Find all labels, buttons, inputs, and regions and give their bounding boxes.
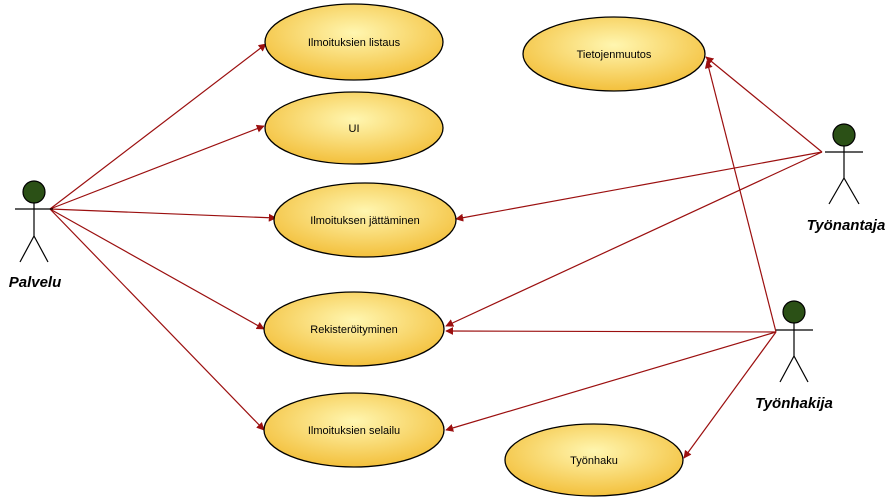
use-case-listaus[interactable]: Ilmoituksien listaus bbox=[264, 3, 444, 81]
actor-tyonantaja[interactable]: Työnantaja bbox=[807, 123, 886, 234]
assoc-tyonhakija-tyonhaku bbox=[683, 331, 777, 459]
use-case-label: UI bbox=[349, 123, 360, 135]
use-case-ui[interactable]: UI bbox=[264, 91, 444, 165]
actor-label: Työnantaja bbox=[807, 217, 886, 234]
use-case-jattaminen[interactable]: Ilmoituksen jättäminen bbox=[273, 182, 457, 258]
use-case-ellipse bbox=[522, 16, 706, 92]
assoc-tyonhakija-selailu bbox=[445, 331, 777, 432]
associations bbox=[49, 43, 823, 459]
assoc-tyonhakija-tietojenmuutos bbox=[704, 60, 777, 333]
use-case-label: Tietojenmuutos bbox=[577, 49, 652, 61]
assoc-tyonantaja-jattaminen bbox=[455, 151, 823, 222]
stick-figure-icon bbox=[825, 123, 863, 205]
use-case-tyonhaku[interactable]: Työnhaku bbox=[504, 423, 684, 497]
stick-figure-icon bbox=[15, 180, 53, 263]
use-case-label: Ilmoituksien selailu bbox=[308, 425, 400, 437]
use-case-ellipse bbox=[273, 182, 457, 258]
use-case-selailu[interactable]: Ilmoituksien selailu bbox=[263, 392, 445, 468]
use-case-tietojenmuutos[interactable]: Tietojenmuutos bbox=[522, 16, 706, 92]
use-case-ellipse bbox=[263, 291, 445, 367]
actor-tyonhakija[interactable]: Työnhakija bbox=[755, 300, 833, 412]
assoc-palvelu-listaus bbox=[49, 43, 267, 210]
assoc-tyonantaja-tietojenmuutos bbox=[705, 56, 823, 153]
assoc-palvelu-selailu bbox=[49, 208, 265, 431]
actor-label: Palvelu bbox=[9, 274, 62, 291]
use-case-ellipse bbox=[263, 392, 445, 468]
assoc-palvelu-jattaminen bbox=[49, 208, 277, 222]
assoc-tyonantaja-rekisteroityminen bbox=[445, 151, 823, 327]
assoc-palvelu-ui bbox=[49, 124, 265, 210]
use-case-label: Työnhaku bbox=[570, 455, 618, 467]
use-case-ellipse bbox=[264, 3, 444, 81]
assoc-palvelu-rekisteroityminen bbox=[49, 208, 265, 330]
use-case-label: Rekisteröityminen bbox=[310, 324, 397, 336]
assoc-tyonhakija-rekisteroityminen bbox=[445, 327, 777, 336]
use-case-rekisteroityminen[interactable]: Rekisteröityminen bbox=[263, 291, 445, 367]
actor-label: Työnhakija bbox=[755, 395, 833, 412]
use-case-ellipse bbox=[504, 423, 684, 497]
actor-palvelu[interactable]: Palvelu bbox=[9, 180, 62, 291]
use-case-label: Ilmoituksien listaus bbox=[308, 37, 401, 49]
stick-figure-icon bbox=[776, 300, 813, 383]
use-case-label: Ilmoituksen jättäminen bbox=[310, 215, 419, 227]
use-case-ellipse bbox=[264, 91, 444, 165]
